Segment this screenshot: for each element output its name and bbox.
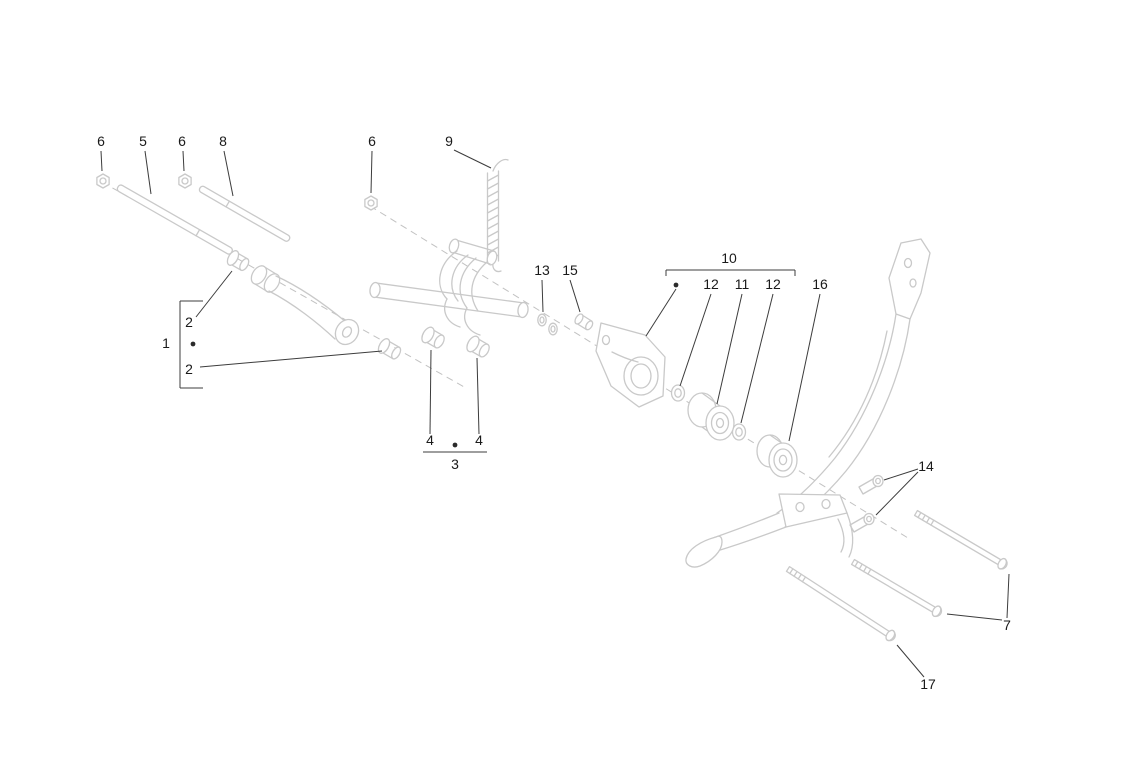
callout-6-4: 6 — [368, 133, 376, 149]
leader-line — [541, 279, 544, 313]
leader-line — [182, 150, 185, 172]
group-dot-3 — [452, 442, 458, 448]
leader-line — [946, 573, 1010, 621]
leader-line — [569, 279, 581, 313]
stand-bolt-long — [785, 566, 896, 642]
parts-layer — [96, 158, 1008, 642]
axis-lines — [101, 181, 909, 539]
callout-10-8: 10 — [721, 250, 737, 266]
bracket-screw-upper — [858, 474, 884, 495]
callout-1-13: 1 — [162, 335, 170, 351]
center-stand-frame — [685, 238, 931, 568]
leader-line — [896, 644, 925, 678]
arm-bushing — [377, 338, 402, 360]
leader-line — [740, 293, 774, 424]
return-spring — [486, 158, 509, 273]
callout-7-20: 7 — [1003, 617, 1011, 633]
hex-nut-left — [96, 173, 110, 189]
roller-bushing-right — [731, 423, 747, 441]
leader-line — [370, 150, 373, 194]
callout-11-10: 11 — [735, 276, 750, 292]
stand-wheel — [756, 434, 798, 478]
leader-line — [429, 349, 432, 435]
group-dot-10 — [673, 282, 679, 288]
callout-12-11: 12 — [765, 276, 781, 292]
group-dot-1 — [190, 341, 196, 347]
stand-link-arm — [250, 265, 360, 346]
hex-nut-right — [364, 195, 378, 211]
callout-6-0: 6 — [97, 133, 105, 149]
stand-bolt-upper — [913, 509, 1008, 570]
callout-12-9: 12 — [703, 276, 719, 292]
group-bracket-10 — [665, 269, 796, 276]
callout-16-12: 16 — [812, 276, 828, 292]
leader-line — [476, 357, 480, 435]
callout-4-16: 4 — [426, 432, 434, 448]
pivot-bushing-left — [421, 326, 445, 349]
washer-pair — [537, 313, 558, 336]
spacer-pin — [574, 313, 594, 331]
leader-line — [199, 350, 383, 368]
callout-8-3: 8 — [219, 133, 227, 149]
stand-pivot-bracket — [369, 238, 529, 336]
callout-4-18: 4 — [475, 432, 483, 448]
callout-17-21: 17 — [920, 676, 936, 692]
roller-bushing-left — [670, 384, 686, 402]
leader-line — [195, 270, 233, 318]
callout-9-5: 9 — [445, 133, 453, 149]
bracket-screw-lower — [849, 512, 875, 533]
pivot-bushing-right — [466, 335, 490, 358]
stand-roller — [687, 392, 735, 441]
hex-nut-middle — [178, 173, 192, 189]
callout-2-14: 2 — [185, 314, 193, 330]
axis-line-left — [101, 181, 467, 389]
leader-lines — [100, 149, 1010, 678]
tie-rod-short — [198, 185, 291, 242]
leader-line — [453, 149, 492, 169]
leader-line — [223, 150, 234, 197]
leader-line — [645, 288, 677, 337]
leader-line — [100, 150, 103, 172]
callout-6-2: 6 — [178, 133, 186, 149]
callout-14-19: 14 — [918, 458, 934, 474]
leader-line — [716, 293, 743, 405]
stand-support-bracket — [595, 322, 666, 408]
callout-2-15: 2 — [185, 361, 193, 377]
callout-13-6: 13 — [534, 262, 550, 278]
leader-line — [144, 150, 152, 195]
leader-line — [679, 293, 712, 387]
callout-15-7: 15 — [562, 262, 578, 278]
pivot-bushing-small — [226, 250, 250, 272]
callout-3-17: 3 — [451, 456, 459, 472]
leader-line — [788, 293, 821, 442]
leader-line — [875, 468, 919, 516]
stand-bolt-middle — [850, 558, 943, 618]
callout-5-1: 5 — [139, 133, 147, 149]
group-bracket-1 — [179, 300, 203, 389]
